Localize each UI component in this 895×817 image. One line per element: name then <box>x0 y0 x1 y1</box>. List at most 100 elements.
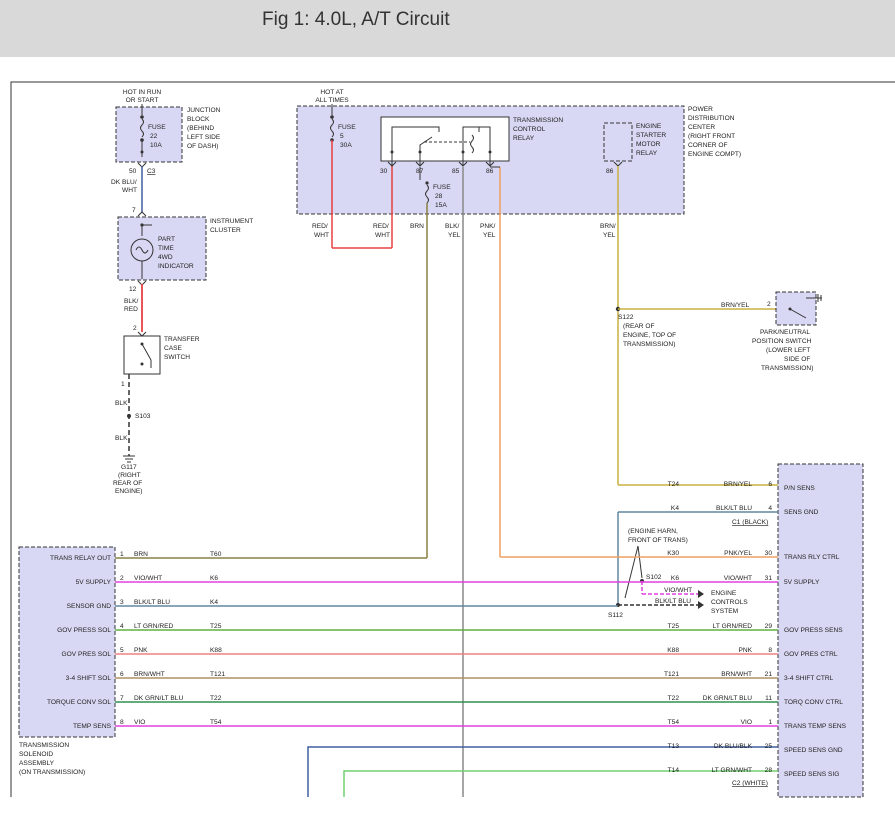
svg-text:OF DASH): OF DASH) <box>187 143 219 150</box>
solenoid-pin-name: TEMP SENS <box>73 723 112 730</box>
junction-block-label: JUNCTION <box>187 107 221 114</box>
svg-text:86: 86 <box>606 168 614 175</box>
solenoid-pin-name: SENSOR GND <box>67 603 112 610</box>
solenoid-wire-color: VIO/WHT <box>134 575 162 582</box>
pcm-circuit: T54 <box>668 719 680 726</box>
blk-red-label: BLK/ <box>124 298 138 305</box>
pcm-circuit: T25 <box>668 623 680 630</box>
svg-text:CASE: CASE <box>164 345 183 352</box>
hot-run-start-label: HOT IN RUN <box>123 89 162 96</box>
solenoid-circuit: T60 <box>210 551 222 558</box>
ecs-label: ENGINE <box>711 590 737 597</box>
c1-label: C1 (BLACK) <box>732 519 768 526</box>
solenoid-pin-number: 8 <box>120 719 124 726</box>
solenoid-wire-color: PNK <box>134 647 148 654</box>
svg-text:TIME: TIME <box>158 245 174 252</box>
s122-label: S122 <box>618 314 634 321</box>
solenoid-circuit: T54 <box>210 719 222 726</box>
c3-label: C3 <box>147 168 156 175</box>
svg-text:12: 12 <box>129 286 137 293</box>
pcm-pin-number: 30 <box>765 550 773 557</box>
solenoid-pin-number: 5 <box>120 647 124 654</box>
solenoid-wire-color: BRN/WHT <box>134 671 165 678</box>
svg-text:YEL: YEL <box>448 232 461 239</box>
svg-text:(RIGHT: (RIGHT <box>118 472 141 479</box>
svg-text:BLK/: BLK/ <box>445 223 459 230</box>
pcm-pin-name: TRANS RLY CTRL <box>784 554 840 561</box>
transfer-case-label: TRANSFER <box>164 336 200 343</box>
pcm-pin-name: TRANS TEMP SENS <box>784 723 847 730</box>
hot-all-times-label: HOT AT <box>320 89 343 96</box>
solenoid-pin-number: 1 <box>120 551 124 558</box>
svg-text:28: 28 <box>435 193 443 200</box>
svg-text:(RIGHT FRONT: (RIGHT FRONT <box>688 133 735 140</box>
svg-text:MOTOR: MOTOR <box>636 141 661 148</box>
pcm-wire-color: BRN/WHT <box>721 671 752 678</box>
pcm-pin-name: SPEED SENS SIG <box>784 771 839 778</box>
solenoid-circuit: K6 <box>210 575 218 582</box>
solenoid-pin-name: GOV PRESS SOL <box>57 627 111 634</box>
svg-text:RELAY: RELAY <box>636 150 658 157</box>
part-time-label: PART <box>158 236 175 243</box>
svg-text:7: 7 <box>132 207 136 214</box>
svg-text:(REAR OF: (REAR OF <box>623 323 655 330</box>
pcm-pin-number: 29 <box>765 623 773 630</box>
pcm-pin-name: SPEED SENS GND <box>784 747 843 754</box>
pcm-circuit: K88 <box>667 647 679 654</box>
svg-text:(BEHIND: (BEHIND <box>187 125 214 132</box>
pcm-pin-number: 11 <box>765 695 772 702</box>
wire-speed-sens-gnd <box>307 746 778 797</box>
fuse28-label: FUSE <box>433 184 451 191</box>
fuse22-symbol <box>140 118 144 138</box>
svg-text:YEL: YEL <box>603 232 616 239</box>
svg-text:LEFT SIDE: LEFT SIDE <box>187 134 221 141</box>
pcm-pin-number: 1 <box>768 719 772 726</box>
solenoid-pin-number: 6 <box>120 671 124 678</box>
s103-label: S103 <box>135 413 151 420</box>
fuse5-label: FUSE <box>338 124 356 131</box>
fuse22-label: FUSE <box>148 124 166 131</box>
pcm-wire-color: LT GRN/RED <box>713 623 753 630</box>
solenoid-pin-name: 3-4 SHIFT SOL <box>66 675 112 682</box>
svg-text:30A: 30A <box>340 142 352 149</box>
svg-text:TRANSMISSION): TRANSMISSION) <box>761 365 813 372</box>
figure-header: Fig 1: 4.0L, A/T Circuit <box>0 0 895 57</box>
solenoid-pin-number: 3 <box>120 599 124 606</box>
svg-text:DISTRIBUTION: DISTRIBUTION <box>688 115 735 122</box>
relay-coil <box>470 134 474 154</box>
svg-text:VIO/WHT: VIO/WHT <box>664 587 692 594</box>
svg-text:RELAY: RELAY <box>513 135 535 142</box>
pcm-pin-name: TORQ CONV CTRL <box>784 699 843 706</box>
svg-text:RED: RED <box>124 306 138 313</box>
pcm-wire-color: DK BLU/BLK <box>714 743 753 750</box>
svg-text:5: 5 <box>340 133 344 140</box>
c2-label: C2 (WHITE) <box>732 780 768 787</box>
solenoid-label: TRANSMISSION <box>19 742 69 749</box>
pcm-pin-number: 4 <box>768 505 772 512</box>
solenoid-wire-color: VIO <box>134 719 145 726</box>
s112-label: S112 <box>608 612 623 619</box>
pcm-pin-name: P/N SENS <box>784 485 815 492</box>
s102-label: S102 <box>646 574 662 581</box>
solenoid-pin-number: 2 <box>120 575 124 582</box>
svg-text:30: 30 <box>380 168 388 175</box>
svg-text:86: 86 <box>486 168 494 175</box>
svg-text:PNK/: PNK/ <box>480 223 496 230</box>
solenoid-circuit: K88 <box>210 647 222 654</box>
pcm-wire-color: BRN/YEL <box>724 481 753 488</box>
pcm-pin-number: 25 <box>765 743 773 750</box>
svg-text:CENTER: CENTER <box>688 124 715 131</box>
g117-label: G117 <box>121 464 137 471</box>
svg-text:YEL: YEL <box>483 232 496 239</box>
pcm-pin-name: 5V SUPPLY <box>784 579 820 586</box>
pcm-pin-number: 31 <box>765 575 773 582</box>
solenoid-assembly-box <box>18 546 116 738</box>
svg-text:22: 22 <box>150 133 158 140</box>
svg-text:ENGINE, TOP OF: ENGINE, TOP OF <box>623 332 676 339</box>
solenoid-wire-color: BLK/LT BLU <box>134 599 170 606</box>
svg-text:BLK/LT BLU: BLK/LT BLU <box>655 598 691 605</box>
pcm-box <box>777 463 864 798</box>
solenoid-pin-number: 7 <box>120 695 124 702</box>
pcm-pin-number: 6 <box>768 481 772 488</box>
pcm-wire-color: LT GRN/WHT <box>712 767 752 774</box>
